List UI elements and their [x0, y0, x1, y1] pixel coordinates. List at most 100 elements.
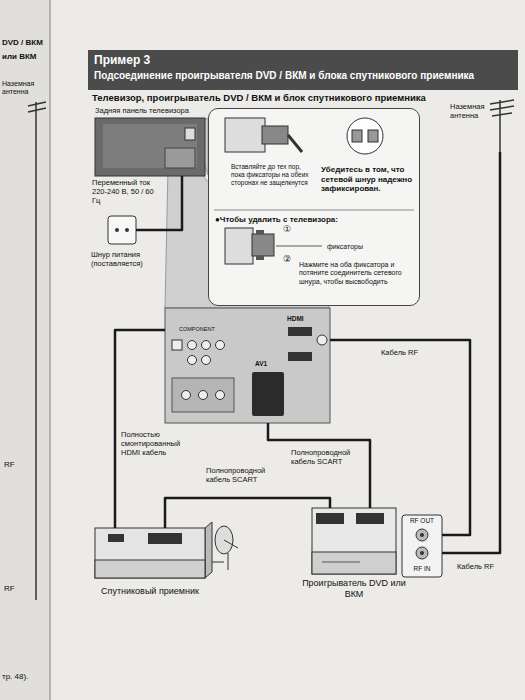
satellite-receiver-symbol	[148, 533, 182, 544]
antenna-symbol	[490, 100, 514, 152]
rf-terminal-symbol	[402, 515, 442, 577]
label-text: Подсоединение проигрывателя DVD / ВКМ и …	[94, 70, 514, 82]
power-socket-symbol	[125, 228, 129, 232]
example-title: Пример 3	[94, 53, 294, 67]
removal-illustration	[256, 256, 264, 260]
node-text: HDMI	[287, 315, 317, 323]
tv-back	[95, 118, 205, 176]
terminal-panel	[216, 391, 225, 400]
plug-illustration	[262, 126, 288, 144]
label-text: или ВКМ	[2, 52, 50, 62]
left-page	[0, 0, 50, 700]
terminal-panel	[172, 378, 234, 412]
plug-illustration	[225, 118, 265, 152]
cable-label: Полностью смонтированный HDMI кабель	[120, 430, 184, 457]
connection-panel: HDMI COMPONENT AV1	[165, 308, 330, 423]
removal-illustration	[225, 228, 253, 264]
terminal-panel	[199, 391, 208, 400]
terminal-panel	[202, 341, 211, 350]
node-text: Наземная антенна	[450, 102, 492, 120]
satellite-dish	[212, 562, 224, 563]
tv-back	[95, 118, 205, 176]
node-text: фиксаторы	[327, 243, 387, 251]
label-text: Телевизор, проигрыватель DVD / ВКМ и бло…	[92, 92, 442, 103]
left-antenna	[28, 102, 46, 106]
label-text: тр. 48).	[2, 672, 48, 682]
node-text: ●Чтобы удалить с телевизора:	[215, 215, 415, 225]
rf-terminal-symbol	[416, 547, 428, 559]
instruction-inset: Вставляйте до тех пор, пока фиксаторы на…	[208, 108, 420, 306]
satellite-receiver: Спутниковый приемник	[95, 528, 205, 578]
header-bar	[88, 50, 518, 90]
left-antenna	[28, 108, 46, 112]
antenna-symbol	[490, 106, 514, 110]
node-text: COMPONENT	[179, 326, 239, 333]
tv-back	[185, 128, 195, 140]
terrestrial-antenna: Наземная антенна	[450, 100, 518, 152]
cable-label: Кабель RF	[456, 562, 495, 571]
label-text: DVD / ВКМ	[2, 38, 50, 48]
plug-illustration	[288, 135, 302, 152]
removal-illustration	[276, 246, 322, 247]
node-text: Задняя панель телевизора	[95, 106, 215, 115]
power-socket-symbol	[108, 216, 136, 244]
power-socket-symbol	[115, 228, 119, 232]
label-text: RF	[4, 460, 24, 470]
satellite-receiver-symbol	[95, 560, 205, 578]
satellite-receiver-symbol	[205, 522, 212, 578]
plug-illustration	[352, 130, 362, 142]
terminal-panel	[317, 335, 327, 345]
rf-terminal-symbol	[420, 533, 424, 537]
rf-terminal-symbol	[402, 515, 442, 577]
terminal-panel	[188, 356, 197, 365]
satellite-receiver-symbol	[108, 534, 124, 542]
cable-connector	[442, 152, 500, 553]
label-text: RF	[4, 584, 24, 594]
tv-back	[165, 148, 195, 168]
node-text: AV1	[255, 360, 279, 368]
satellite-dish	[228, 553, 229, 570]
node-text: Проигрыватель DVD или ВКМ	[300, 578, 408, 600]
satellite-receiver-symbol	[95, 528, 205, 578]
antenna-symbol	[492, 113, 512, 116]
antenna-symbol	[490, 100, 514, 104]
left-antenna	[35, 102, 37, 600]
left-page	[49, 0, 51, 700]
cable-connector	[115, 330, 165, 528]
node-text: Убедитесь в том, что сетевой шнур надежн…	[321, 165, 415, 194]
dvd-recorder: Проигрыватель DVD или ВКМ	[312, 508, 396, 574]
terminal-panel	[182, 391, 191, 400]
removal-illustration	[256, 230, 264, 234]
dvd-recorder-symbol	[316, 513, 344, 524]
power-socket: Переменный ток 220-240 В, 50 / 60 Гц	[108, 216, 136, 244]
inset-background	[214, 210, 414, 211]
inset-background	[208, 108, 420, 306]
node-text: Вставляйте до тех пор, пока фиксаторы на…	[231, 163, 311, 186]
tv-back	[103, 124, 197, 168]
inset-background	[208, 108, 420, 306]
terminal-panel	[172, 340, 182, 350]
cable-label: Полнопроводной кабель SCART	[205, 466, 287, 484]
plug-illustration	[225, 118, 383, 154]
cable-label: Полнопроводной кабель SCART	[290, 448, 362, 466]
removal-illustration	[225, 228, 322, 264]
node-text: RF IN	[402, 565, 442, 573]
dvd-recorder-symbol	[322, 562, 360, 563]
dvd-recorder-symbol	[312, 508, 396, 574]
label-text: ②	[283, 254, 297, 265]
dvd-recorder-symbol	[312, 508, 396, 574]
tv-rear-panel: Задняя панель телевизора	[95, 118, 205, 176]
node-text: Переменный ток 220-240 В, 50 / 60 Гц	[92, 178, 164, 205]
satellite-dish	[212, 526, 238, 570]
left-page	[0, 0, 50, 700]
removal-illustration	[252, 234, 274, 256]
label-text: ①	[283, 224, 297, 235]
rf-terminal-symbol	[416, 529, 428, 541]
plug-illustration	[347, 118, 383, 154]
plug-illustration	[368, 130, 378, 142]
terminal-panel	[188, 341, 197, 350]
node-text: Нажмите на оба фиксатора и потяните соед…	[299, 261, 415, 286]
